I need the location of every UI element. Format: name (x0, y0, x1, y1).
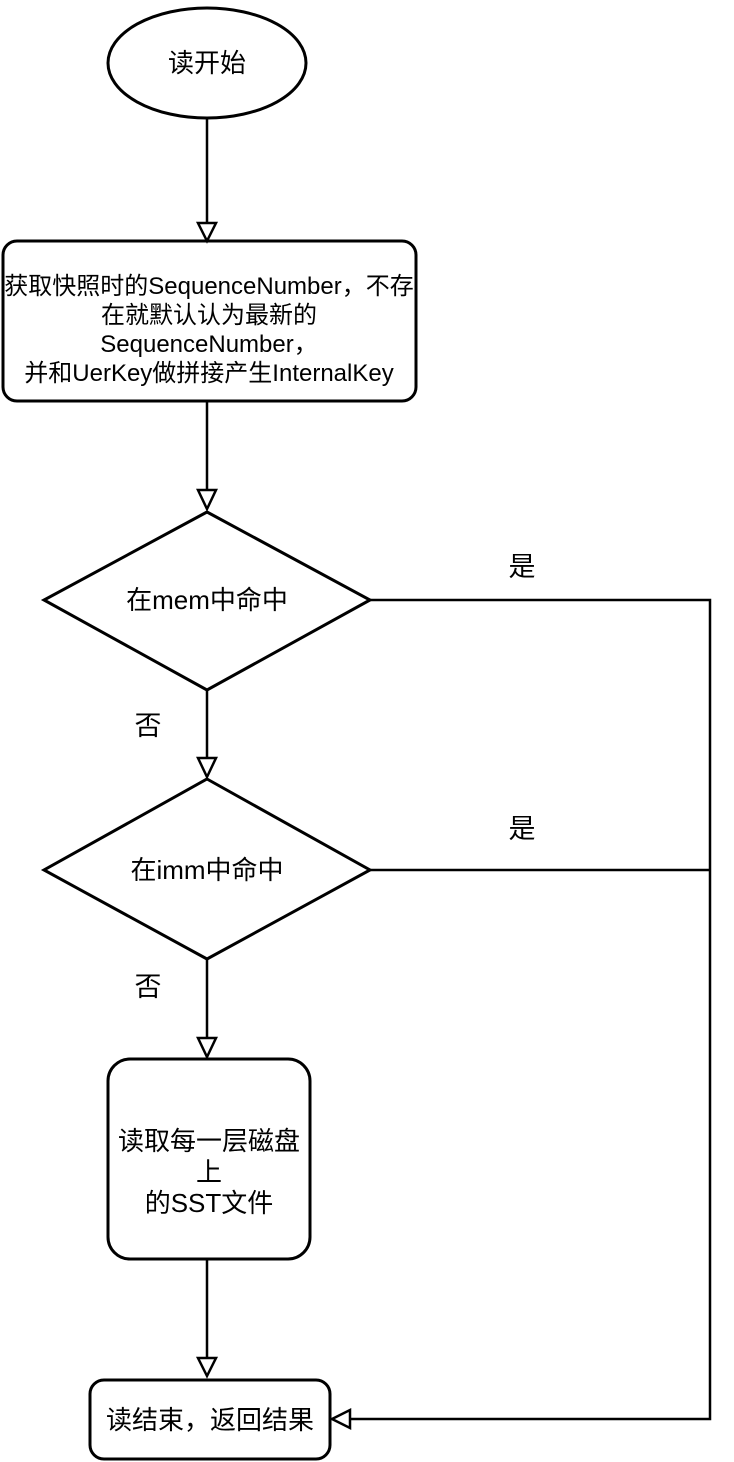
decision-imm-node-label: 在imm中命中 (130, 855, 284, 885)
process-box-shape (1, 239, 418, 403)
decision-mem-diamond-shape (40, 510, 374, 692)
mem-yes-edge-label: 是 (508, 552, 536, 582)
end-node-label: 读结束，返回结果 (105, 1405, 314, 1435)
imm-yes-edge-label: 是 (508, 814, 536, 844)
imm-no-edge-label: 否 (134, 972, 162, 1002)
decision-imm-diamond-shape (40, 777, 374, 961)
arrowhead-into-sst (196, 1036, 218, 1060)
arrowhead-into-end-top (195, 1356, 219, 1379)
mem-no-edge-label: 否 (134, 711, 162, 741)
process-node-label: 获取快照时的SequenceNumber，不存 在就默认认为最新的Sequenc… (4, 273, 414, 387)
end-box-shape (88, 1378, 332, 1461)
decision-mem-node-label: 在mem中命中 (126, 585, 288, 615)
start-node-label: 读开始 (167, 48, 246, 78)
read-sst-node-label: 读取每一层磁盘上 的SST文件 (117, 1126, 300, 1218)
read-sst-box-shape (106, 1057, 312, 1261)
start-ellipse-shape (106, 6, 308, 120)
arrowhead-into-process (195, 221, 219, 244)
edge-mem-yes-to-end (350, 598, 712, 1421)
arrowhead-into-imm (196, 756, 218, 780)
arrowhead-into-end-right (329, 1407, 352, 1431)
arrowhead-into-mem (196, 488, 218, 512)
